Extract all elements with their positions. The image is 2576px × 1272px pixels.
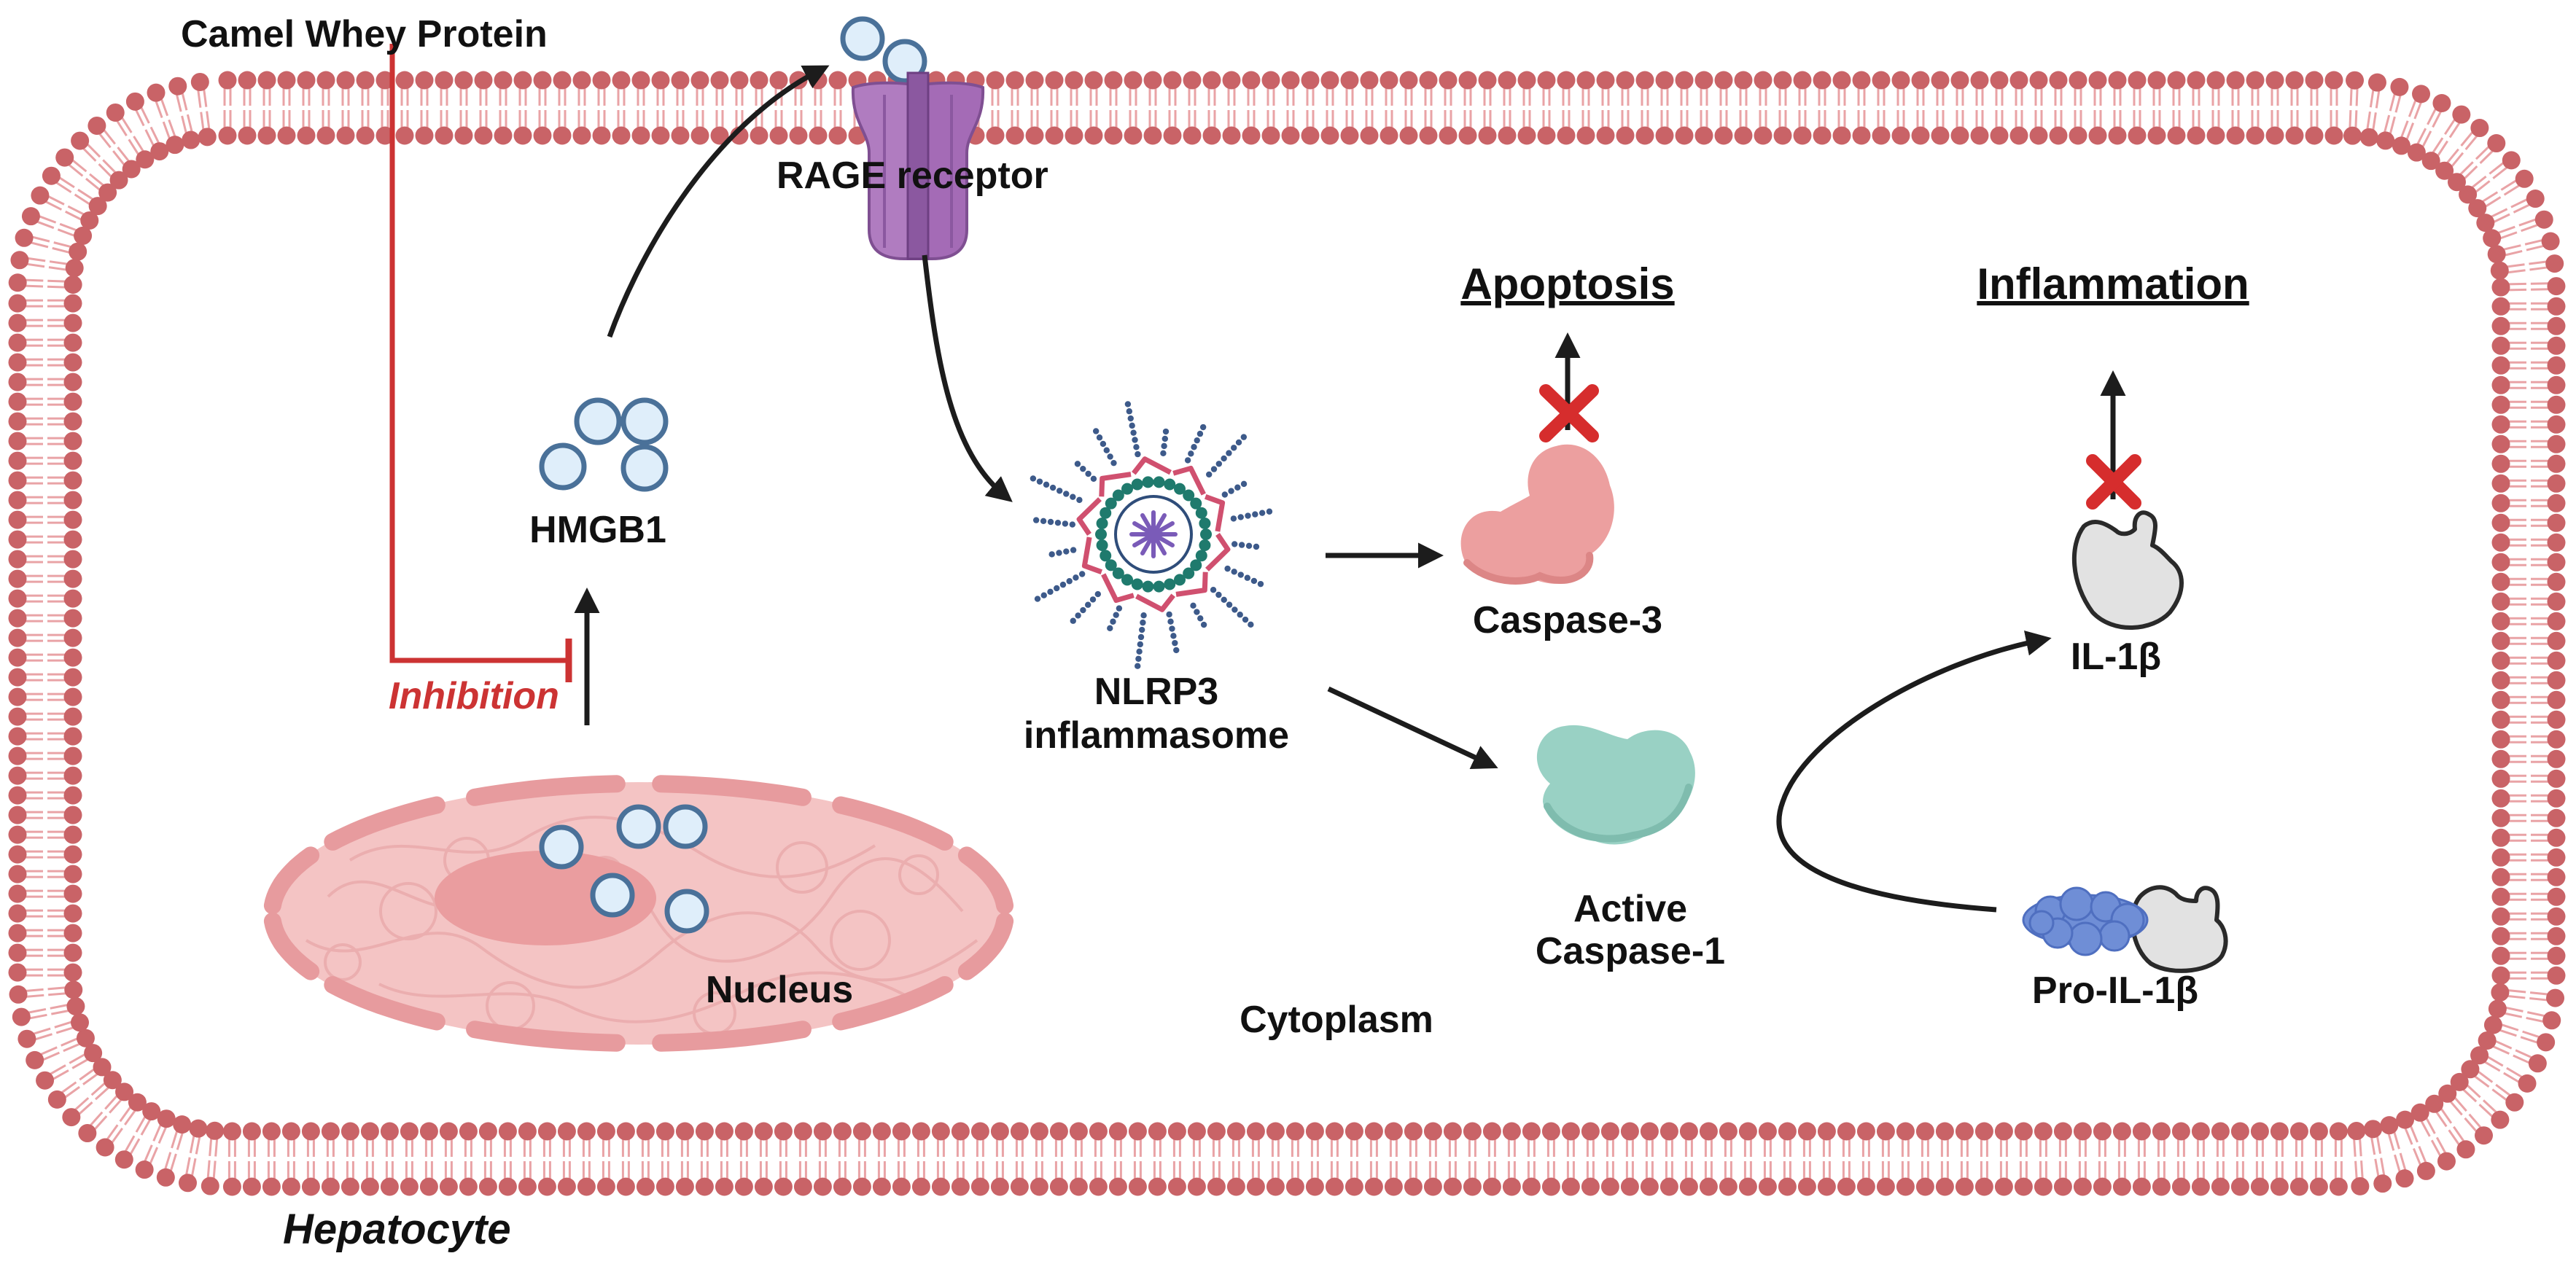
lipid-heads — [8, 71, 2566, 1196]
caspase-3-label: Caspase-3 — [1473, 599, 1662, 641]
block-apoptosis-icon — [1539, 384, 1599, 442]
nlrp3-to-caspase1-arrow — [1327, 686, 1498, 769]
camel-whey-protein-label: Camel Whey Protein — [181, 13, 548, 55]
nuclear-envelope — [263, 775, 1014, 1052]
nlrp3-inflammasome-icon — [1030, 401, 1273, 669]
nucleus — [263, 775, 1014, 1052]
il-1-beta-icon — [2071, 510, 2184, 630]
nlrp3-label-line2: inflammasome — [1024, 714, 1289, 757]
il-1-beta-label: IL-1β — [2071, 636, 2161, 678]
hmgb1-molecules — [539, 16, 927, 934]
active-caspase-1-icon — [1536, 725, 1695, 845]
inflammation-heading: Inflammation — [1977, 260, 2249, 308]
nucleolus — [435, 851, 656, 945]
rage-receptor-icon — [851, 71, 985, 260]
caspase-3-icon — [1460, 444, 1614, 585]
hmgb1-label: HMGB1 — [529, 509, 666, 551]
cytoplasm-label: Cytoplasm — [1240, 999, 1433, 1041]
rage-to-nlrp3-arrow — [922, 254, 1013, 502]
nlrp3-label-line1: NLRP3 — [1094, 671, 1218, 713]
pro-il-1-beta-icon — [2022, 885, 2228, 973]
pathway-arrows — [574, 65, 2126, 913]
pro-il-1-beta-label: Pro-IL-1β — [2032, 969, 2198, 1012]
hepatocyte-label: Hepatocyte — [283, 1206, 511, 1253]
chromatin-texture — [305, 816, 978, 1035]
rage-receptor-label: RAGE receptor — [777, 155, 1048, 197]
caspase-1-label-line1: Active — [1573, 888, 1687, 930]
hmgb1-to-rage-arrow — [607, 65, 830, 338]
block-inflammation-icon — [2086, 454, 2141, 510]
blocked-marks — [1539, 384, 2141, 510]
apoptosis-heading: Apoptosis — [1460, 260, 1674, 308]
inhibition-label: Inhibition — [389, 675, 559, 717]
caspase-1-label-line2: Caspase-1 — [1536, 930, 1725, 972]
inhibition-line — [389, 44, 572, 682]
nucleus-label: Nucleus — [706, 969, 853, 1011]
pro-il1b-to-il1b-arrow — [1776, 630, 2052, 913]
